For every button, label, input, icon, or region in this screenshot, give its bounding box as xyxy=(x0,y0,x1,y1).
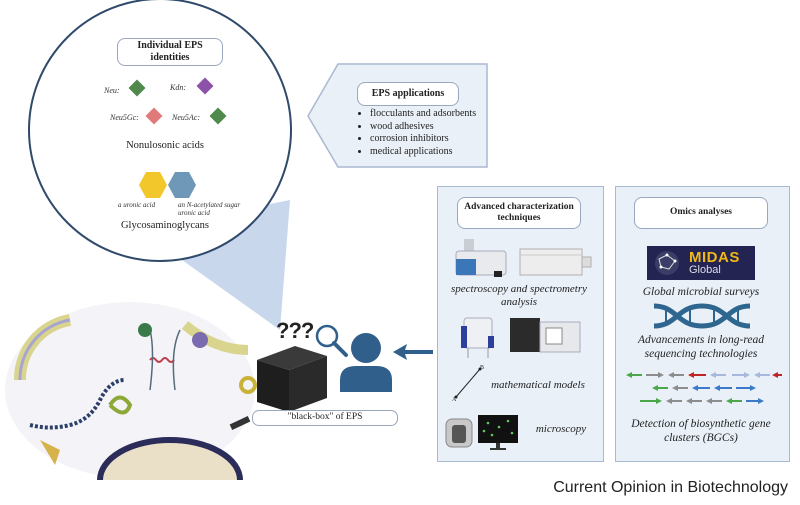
spectroscopy-instrument-icon xyxy=(519,248,592,276)
applications-list: flocculants and adsorbents wood adhesive… xyxy=(356,108,476,158)
microscope-icon xyxy=(445,415,518,450)
magnifier-icon xyxy=(315,324,348,357)
gene-cluster-row-3 xyxy=(640,398,764,404)
neu5ac-label: Neu5Ac: xyxy=(172,113,200,122)
n-acetylated-sugar-hexagon-icon xyxy=(168,172,196,198)
globe-network-icon xyxy=(655,251,679,275)
gene-cluster-icon xyxy=(626,372,782,404)
identities-title: Individual EPS identities xyxy=(117,38,223,66)
gag-heading: Glycosaminoglycans xyxy=(120,220,210,231)
gene-cluster-row-1 xyxy=(626,372,782,378)
question-marks: ??? xyxy=(276,318,314,343)
person-icon xyxy=(340,333,392,392)
midas-logo: MIDAS Global xyxy=(647,246,755,280)
gene-cluster-row-2 xyxy=(652,385,756,391)
uronic-acid-label: a uronic acid xyxy=(118,201,156,209)
spectrometer-icon xyxy=(455,239,507,277)
application-item: flocculants and adsorbents xyxy=(370,108,476,121)
application-item: medical applications xyxy=(370,146,476,159)
spectroscopy-caption: spectroscopy and spectrometry analysis xyxy=(450,283,588,309)
point-a-label: A xyxy=(452,397,457,401)
microbial-surveys-caption: Global microbial surveys xyxy=(642,286,760,298)
midas-logo-name: MIDAS xyxy=(689,249,740,266)
nmr-icon xyxy=(461,317,494,358)
application-item: corrosion inhibitors xyxy=(370,133,476,146)
neu-label: Neu: xyxy=(104,86,120,95)
journal-footer: Current Opinion in Biotechnology xyxy=(553,479,788,496)
applications-title: EPS applications xyxy=(357,82,459,106)
nonulosonic-heading: Nonulosonic acids xyxy=(126,140,204,151)
uronic-acid-hexagon-icon xyxy=(139,172,167,198)
omics-title: Omics analyses xyxy=(634,197,768,229)
application-item: wood adhesives xyxy=(370,121,476,134)
n-acetylated-label: an N-acetylated sugar uronic acid xyxy=(178,201,241,218)
blackbox-label: "black-box" of EPS xyxy=(252,410,398,426)
gag-hexagons xyxy=(139,172,196,198)
microscopy-caption: microscopy xyxy=(535,423,587,435)
long-read-caption: Advancements in long-read sequencing tec… xyxy=(637,334,765,360)
arrow-left-icon xyxy=(393,344,433,360)
point-b-label: B xyxy=(480,365,484,371)
midas-logo-sub: Global xyxy=(689,264,721,276)
cell-illustration xyxy=(5,302,257,480)
math-models-caption: mathematical models xyxy=(491,379,585,391)
bgc-caption: Detection of biosynthetic gene clusters … xyxy=(631,418,771,444)
neu5gc-label: Neu5Gc: xyxy=(110,113,139,122)
vector-ab-icon: B A xyxy=(452,365,484,401)
black-box-cube-icon xyxy=(257,346,327,412)
kdn-label: Kdn: xyxy=(170,83,186,92)
lc-ms-icon xyxy=(510,318,581,353)
characterization-title: Advanced characterization techniques xyxy=(457,197,581,229)
dna-helix-icon xyxy=(653,303,751,329)
